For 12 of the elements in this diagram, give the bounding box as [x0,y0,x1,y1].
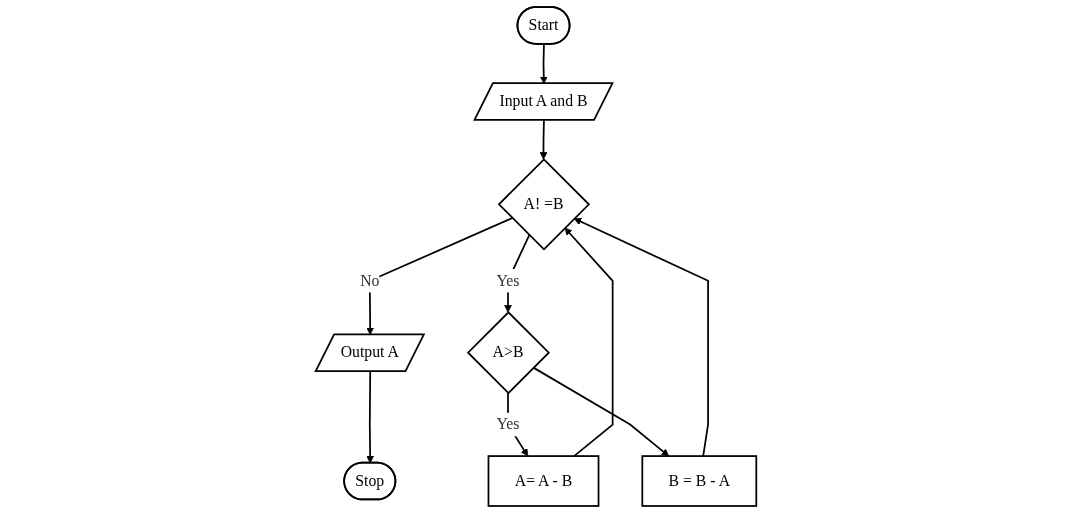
arrow [539,43,548,84]
arrow [573,218,709,457]
node-box: A= A - B [487,455,600,507]
arrow [564,227,614,457]
node-box: B = B - A [641,455,758,507]
edge-label: Yes [496,415,520,433]
edge-label: Yes [496,271,520,290]
node-diamond: A! =B [497,158,591,251]
edge-label: No [360,271,380,290]
arrow [532,366,670,457]
node-diamond: A>B [466,311,551,395]
arrow [539,119,548,160]
